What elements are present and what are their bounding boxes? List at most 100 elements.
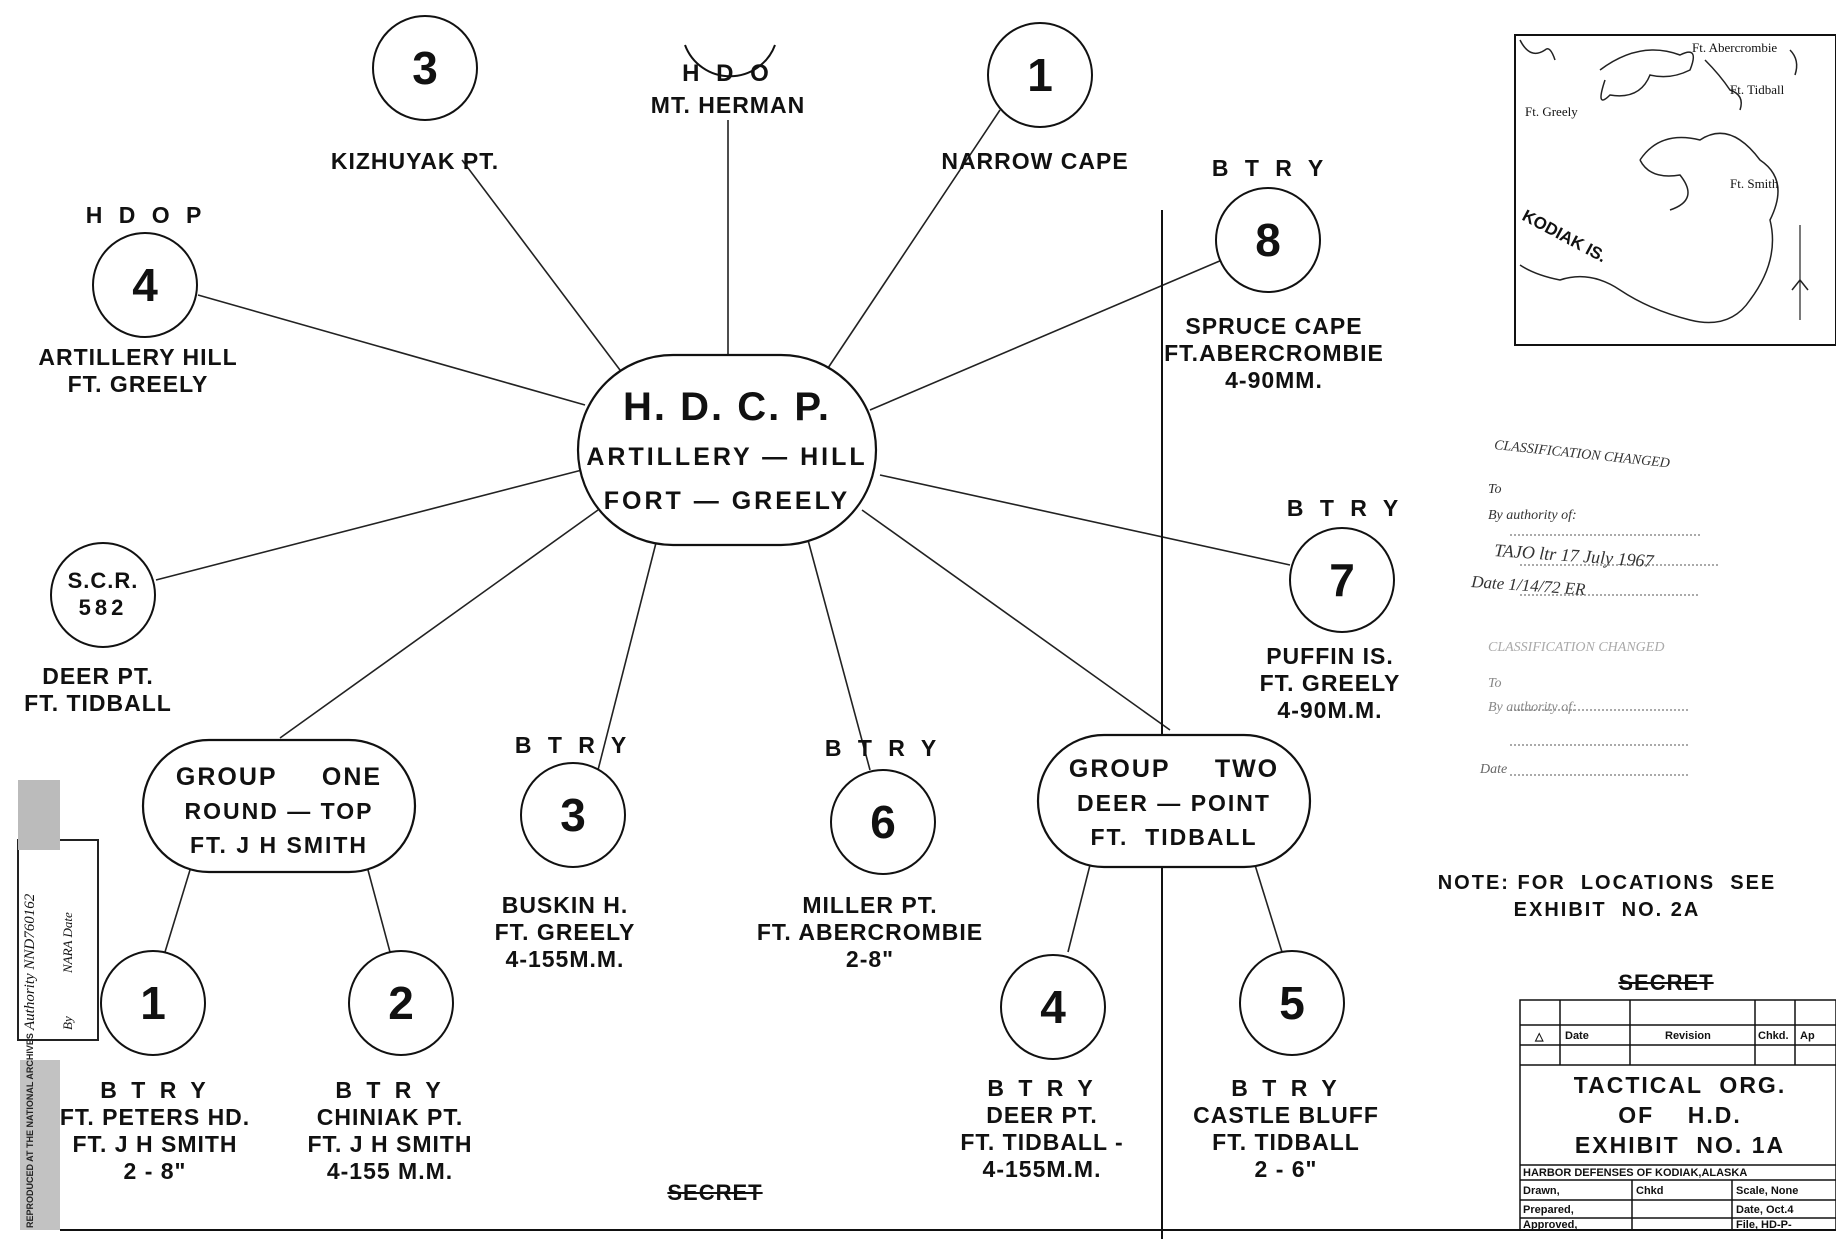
group-two-pill <box>1036 733 1312 869</box>
node-btry2-label: B T R Y CHINIAK PT. FT. J H SMITH 4-155 … <box>307 1077 472 1185</box>
btry7-line3: 4-90M.M. <box>1277 697 1383 723</box>
line-hub-hdop4 <box>197 294 586 406</box>
inset-label-greely: Ft. Greely <box>1525 104 1578 119</box>
inset-label-abercrombie: Ft. Abercrombie <box>1692 40 1778 55</box>
tb-rev-revision: Revision <box>1665 1030 1711 1042</box>
node-btry1-number: 1 <box>140 977 166 1029</box>
node-scr582-number: S.C.R. 582 <box>68 567 139 621</box>
btry5-line3: FT. TIDBALL <box>1212 1129 1360 1155</box>
line-hub-group-one <box>279 509 599 739</box>
group-two-line1: GROUP TWO <box>1068 755 1280 783</box>
circle-scr582 <box>50 542 156 648</box>
circle-hdop4 <box>92 232 198 338</box>
scr-label: S.C.R. <box>67 568 139 593</box>
group-one-line3: FT. J H SMITH <box>189 832 369 858</box>
circle-btry6 <box>830 769 936 875</box>
node-kizhuyak-label: KIZHUYAK PT. <box>330 148 500 174</box>
node-btry6-label: MILLER PT. FT. ABERCROMBIE 2-8" <box>757 892 983 973</box>
node-btry7-top: B T R Y <box>1286 495 1404 521</box>
tb-prepared: Prepared, <box>1523 1204 1574 1216</box>
tb-file: File, HD-P- <box>1736 1219 1792 1231</box>
tb-approved: Approved, <box>1523 1219 1578 1231</box>
btry3-line2: FT. GREELY <box>494 919 636 945</box>
stamp-line6: CLASSIFICATION CHANGED <box>1488 640 1665 655</box>
line-group1-btry1 <box>164 869 191 953</box>
btry2-line4: 4-155 M.M. <box>326 1158 454 1184</box>
group-two-line3: FT. TIDBALL <box>1090 824 1258 850</box>
scr582-line2: FT. TIDBALL <box>24 690 172 716</box>
margin-tape <box>18 780 60 850</box>
node-btry6-top: B T R Y <box>824 735 942 761</box>
stamp-lines <box>1510 534 1720 776</box>
margin-stamp-by: By NARA Date <box>60 912 76 1030</box>
node-hdo-label: MT. HERMAN <box>650 92 806 118</box>
group-two-label: GROUP TWO DEER — POINT FT. TIDBALL <box>1069 752 1279 854</box>
btry1-line3: FT. J H SMITH <box>72 1131 238 1157</box>
title-block-grid <box>1519 999 1836 1231</box>
btry8-line1: SPRUCE CAPE <box>1185 313 1363 339</box>
line-hub-narrow-cape <box>819 109 1001 381</box>
node-btry8-label: SPRUCE CAPE FT.ABERCROMBIE 4-90MM. <box>1164 313 1384 394</box>
btry5-line2: CASTLE BLUFF <box>1193 1102 1379 1128</box>
stamp-line8: By authority of: <box>1488 700 1577 715</box>
node-btry8-top: B T R Y <box>1211 155 1329 181</box>
group-one-line2: ROUND — TOP <box>184 798 374 824</box>
node-btry7-label: PUFFIN IS. FT. GREELY 4-90M.M. <box>1260 643 1401 724</box>
stamp-line2: To <box>1488 482 1502 497</box>
scr-number: 582 <box>78 595 128 620</box>
note-line2: EXHIBIT NO. 2A <box>1513 899 1701 921</box>
btry1-line1: B T R Y <box>100 1077 210 1103</box>
line-hub-btry7 <box>879 474 1291 566</box>
circle-btry8 <box>1215 187 1321 293</box>
tb-drawn: Drawn, <box>1523 1185 1560 1197</box>
circle-kizhuyak <box>372 15 478 121</box>
node-btry8-number: 8 <box>1255 214 1281 266</box>
circle-btry2 <box>348 950 454 1056</box>
group-one-pill <box>141 738 417 874</box>
node-btry1-label: B T R Y FT. PETERS HD. FT. J H SMITH 2 -… <box>60 1077 250 1185</box>
tb-rev-ap: Ap <box>1800 1030 1815 1042</box>
title-block-secret: SECRET <box>1618 970 1714 995</box>
btry6-line2: FT. ABERCROMBIE <box>756 919 984 945</box>
hub-line1: ARTILLERY — HILL <box>586 443 868 471</box>
node-btry7-number: 7 <box>1329 554 1355 606</box>
node-scr582-label: DEER PT. FT. TIDBALL <box>24 663 172 717</box>
stamp-line9: Date <box>1480 762 1508 777</box>
btry7-line2: FT. GREELY <box>1259 670 1401 696</box>
tb-chkd: Chkd <box>1636 1185 1664 1197</box>
stamp-line3: By authority of: <box>1488 508 1577 523</box>
tb-scale: Scale, None <box>1736 1185 1799 1197</box>
line-group2-btry4 <box>1067 864 1091 953</box>
tb-title1: TACTICAL ORG. <box>1573 1072 1787 1098</box>
inset-label-tidball: Ft. Tidball <box>1730 82 1785 97</box>
line-hub-btry8 <box>869 259 1223 411</box>
btry4-line1: B T R Y <box>987 1075 1097 1101</box>
btry8-line3: 4-90MM. <box>1225 367 1323 393</box>
btry8-line2: FT.ABERCROMBIE <box>1164 340 1384 366</box>
node-btry6-number: 6 <box>870 796 896 848</box>
line-group1-btry2 <box>367 869 391 953</box>
margin-stamp-text: Authority NND760162 <box>22 894 39 1030</box>
btry6-line3: 2-8" <box>845 946 895 972</box>
circle-btry5 <box>1239 950 1345 1056</box>
scr582-line1: DEER PT. <box>42 663 154 689</box>
line-hub-btry6 <box>807 539 871 771</box>
hub-title: H. D. C. P. <box>623 385 831 429</box>
node-btry5-label: B T R Y CASTLE BLUFF FT. TIDBALL 2 - 6" <box>1193 1075 1379 1183</box>
btry6-line1: MILLER PT. <box>802 892 938 918</box>
inset-label-smith: Ft. Smith <box>1730 176 1779 191</box>
stamp-line7: To <box>1488 676 1502 691</box>
connector-lines <box>155 109 1291 953</box>
node-btry3-number: 3 <box>560 789 586 841</box>
node-btry5-number: 5 <box>1279 977 1305 1029</box>
line-hub-kizhuyak <box>461 159 621 371</box>
margin-by: By <box>60 1016 75 1030</box>
node-hdop4-top: H D O P <box>85 202 207 228</box>
group-one-line1: GROUP ONE <box>175 763 383 791</box>
tb-org: HARBOR DEFENSES OF KODIAK,ALASKA <box>1523 1167 1748 1179</box>
line-hub-scr582 <box>155 469 583 581</box>
btry3-line3: 4-155M.M. <box>505 946 625 972</box>
node-hdo-top: H D O <box>682 60 774 87</box>
node-narrow-cape-label: NARROW CAPE <box>941 148 1129 174</box>
node-narrow-cape-number: 1 <box>1027 49 1053 101</box>
